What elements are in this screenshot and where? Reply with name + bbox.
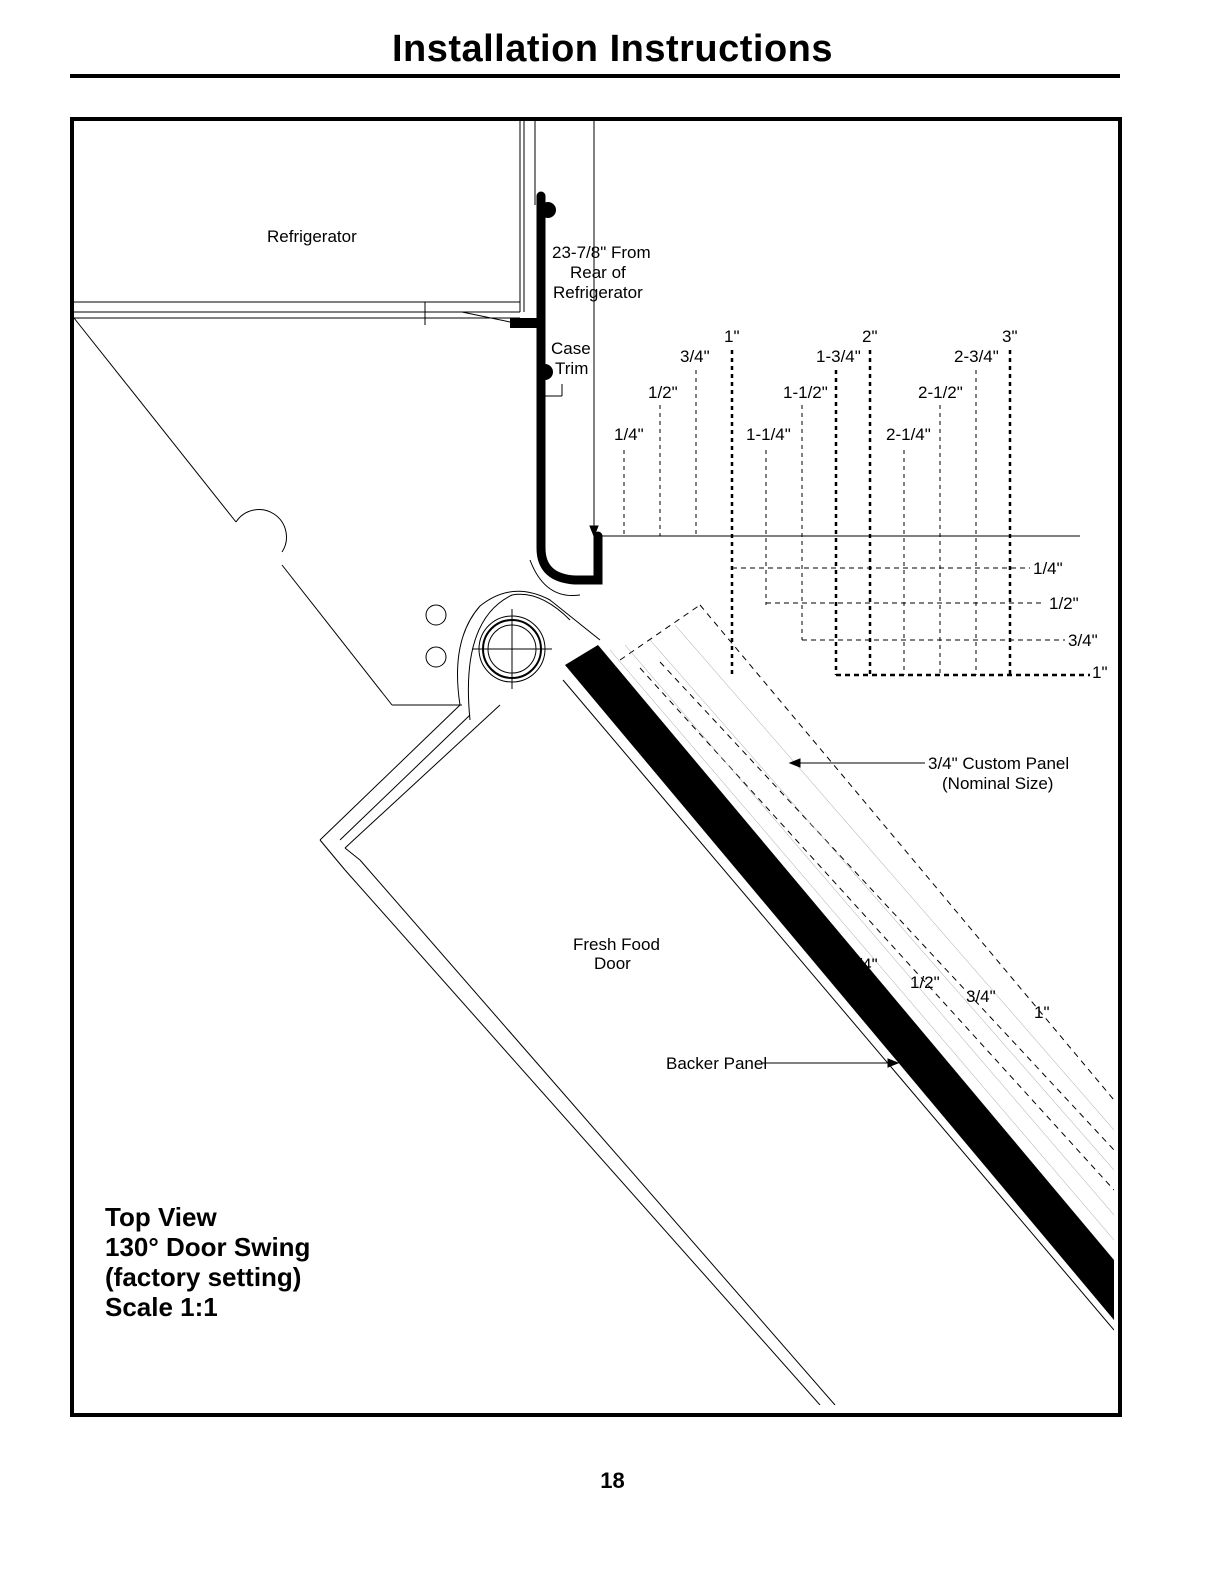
vertical-mark-1: 1" — [724, 327, 740, 346]
fridge-side — [74, 317, 462, 706]
vertical-mark-1-1-2: 1-1/2" — [783, 383, 828, 402]
panel-mark-1-2: 1/2" — [910, 973, 940, 992]
backer-panel — [565, 645, 1114, 1320]
vertical-mark-2-1-2: 2-1/2" — [918, 383, 963, 402]
vertical-mark-1-4: 1/4" — [614, 425, 644, 444]
vertical-mark-2-1-4: 2-1/4" — [886, 425, 931, 444]
fresh-food-label-line1: Fresh Food — [573, 935, 660, 954]
vertical-mark-2: 2" — [862, 327, 878, 346]
page-title: Installation Instructions — [391, 28, 834, 70]
caption-line-1: Top View — [105, 1202, 217, 1232]
refrigerator-label: Refrigerator — [267, 227, 357, 246]
panel-mark-1-4: 1/4" — [848, 955, 878, 974]
from-rear-label-line3: Refrigerator — [553, 283, 643, 302]
custom-panel — [619, 604, 1114, 1191]
diagram-caption: Top View 130° Door Swing (factory settin… — [105, 1202, 310, 1322]
vertical-mark-3: 3" — [1002, 327, 1018, 346]
case-trim — [510, 191, 603, 597]
case-trim-label-line2: Trim — [555, 359, 588, 378]
custom-panel-label-line2: (Nominal Size) — [942, 774, 1053, 793]
vertical-mark-1-1-4: 1-1/4" — [746, 425, 791, 444]
vertical-mark-1-2: 1/2" — [648, 383, 678, 402]
panel-mark-1: 1" — [1034, 1003, 1050, 1022]
from-rear-label-line2: Rear of — [570, 263, 626, 282]
page-number: 18 — [600, 1468, 625, 1493]
horizontal-mark-1-2: 1/2" — [1049, 594, 1079, 613]
rear-dimension-line — [589, 121, 1080, 538]
vertical-scale-lines-bold — [730, 350, 1012, 675]
custom-panel-texture — [609, 624, 1114, 1241]
horizontal-mark-1: 1" — [1092, 663, 1108, 682]
fresh-food-door — [319, 679, 1114, 1405]
horizontal-mark-3-4: 3/4" — [1068, 631, 1098, 650]
vertical-mark-1-3-4: 1-3/4" — [816, 347, 861, 366]
vertical-mark-2-3-4: 2-3/4" — [954, 347, 999, 366]
caption-line-2: 130° Door Swing — [105, 1232, 311, 1262]
vertical-mark-3-4: 3/4" — [680, 347, 710, 366]
caption-line-4: Scale 1:1 — [105, 1292, 218, 1322]
backer-panel-label: Backer Panel — [666, 1054, 767, 1073]
diagram-frame — [70, 117, 1122, 1417]
case-trim-label-line1: Case — [551, 339, 591, 358]
leader-lines — [762, 758, 925, 1068]
hinge — [457, 590, 601, 721]
panel-mark-3-4: 3/4" — [966, 987, 996, 1006]
horizontal-scale-lines — [732, 567, 1065, 641]
custom-panel-label-line1: 3/4" Custom Panel — [928, 754, 1069, 773]
vertical-scale-lines — [623, 370, 977, 675]
fresh-food-label-line2: Door — [594, 954, 631, 973]
refrigerator-outline — [74, 121, 536, 325]
from-rear-label-line1: 23-7/8" From — [552, 243, 651, 262]
horizontal-mark-1-4: 1/4" — [1033, 559, 1063, 578]
title-rule — [70, 74, 1120, 78]
caption-line-3: (factory setting) — [105, 1262, 302, 1292]
